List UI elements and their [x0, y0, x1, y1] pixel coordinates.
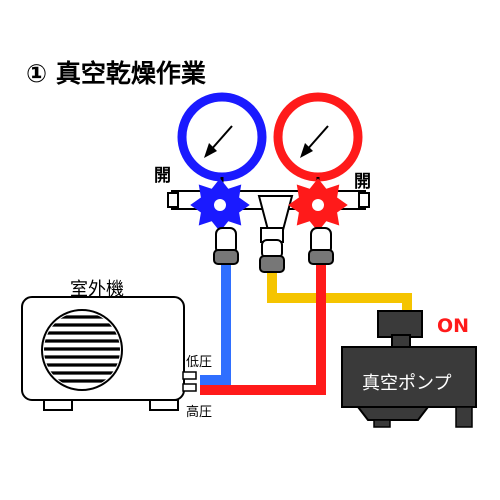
fan-grille-icon: [41, 309, 123, 391]
vacuum-pump-label: 真空ポンプ: [362, 373, 451, 394]
low-pressure-hose: [200, 262, 231, 385]
high-pressure-port: [182, 383, 197, 392]
high-pressure-hose: [200, 262, 326, 395]
diagram-title: ① 真空乾燥作業: [26, 59, 206, 88]
open-label-low: 開: [154, 166, 171, 186]
charge-hose: [267, 270, 412, 315]
high-pressure-gauge: [273, 92, 363, 192]
charge-fitting: [259, 239, 285, 273]
low-pressure-port: [182, 371, 197, 380]
hoses: [200, 262, 412, 395]
high-side-fitting: [308, 227, 334, 265]
low-side-valve-knob: [190, 178, 250, 232]
outdoor-unit: [21, 296, 197, 411]
low-side-fitting: [213, 227, 239, 265]
high-side-valve-knob: [288, 178, 348, 232]
manifold-body: [167, 190, 370, 243]
pump-status-label: ON: [437, 315, 469, 337]
high-pressure-label: 高圧: [186, 404, 212, 420]
vacuum-pump-icon: [341, 310, 477, 428]
low-pressure-label: 低圧: [186, 355, 212, 370]
gauge-needle: [209, 125, 233, 152]
low-pressure-gauge: [177, 92, 267, 192]
gauge-needle: [305, 125, 329, 152]
open-label-high: 開: [354, 172, 371, 192]
outdoor-unit-label: 室外機: [70, 279, 124, 300]
